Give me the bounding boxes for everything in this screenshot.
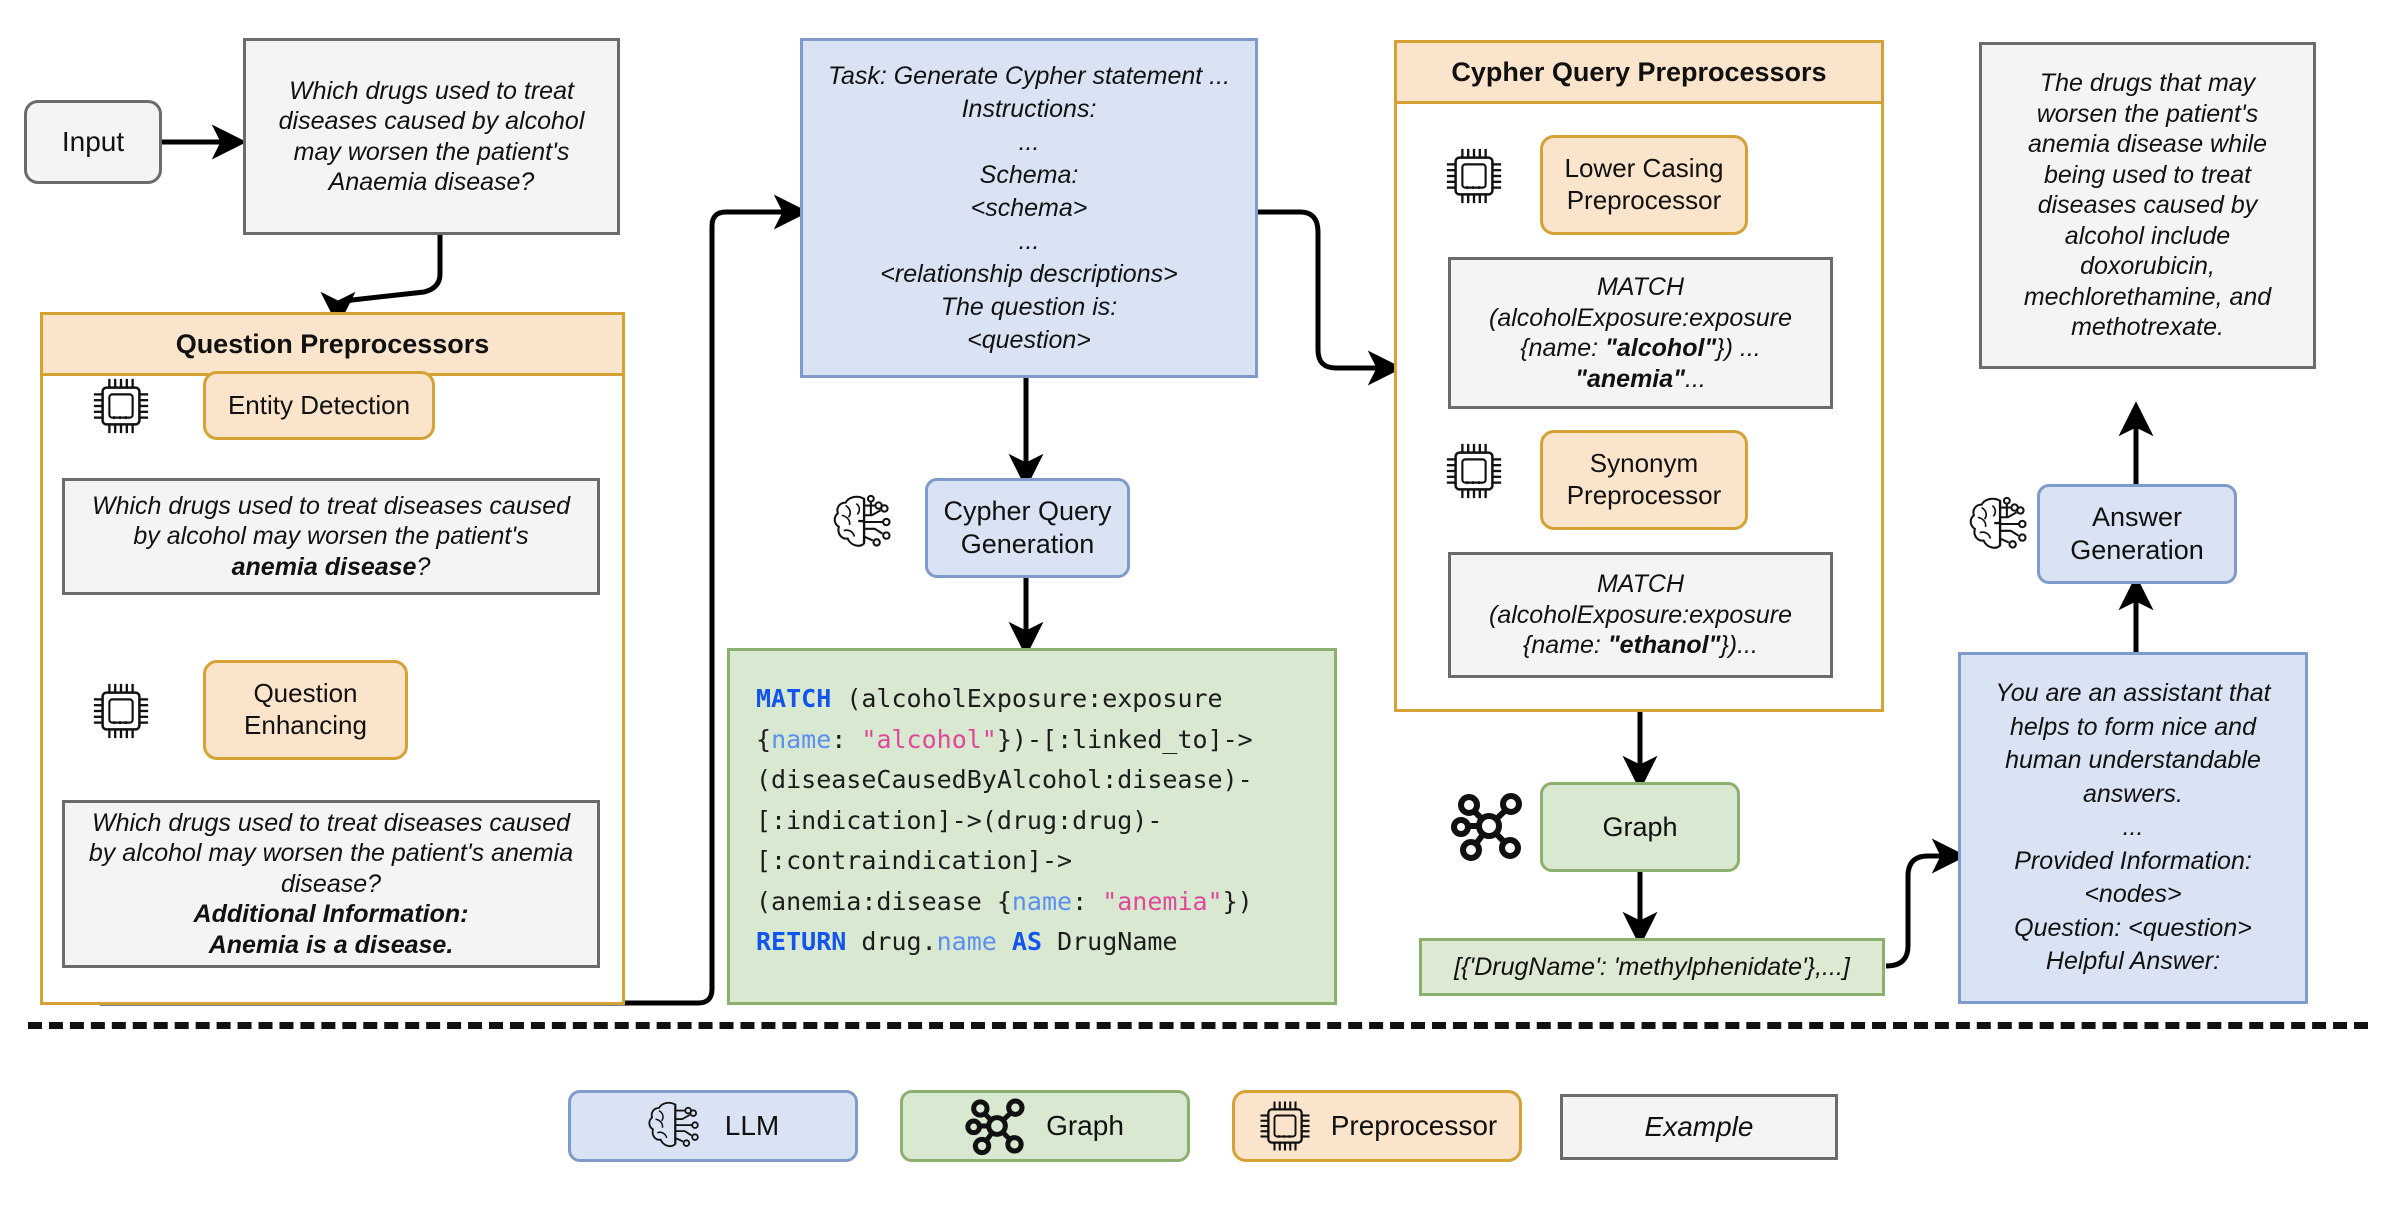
arrow-question-to-preprocessors (320, 232, 443, 327)
cypher-code-block: MATCH (alcoholExposure:exposure {name: "… (727, 648, 1337, 1005)
lower-casing-line3-pre: {name: (1520, 334, 1606, 362)
graph-node[interactable]: Graph (1540, 782, 1740, 872)
entity-example-bold: anemia disease (231, 552, 417, 581)
synonym-line2: (alcoholExposure:exposure (1489, 600, 1792, 629)
entity-detection-button[interactable]: Entity Detection (203, 371, 435, 440)
prompt-line: Provided Information: (2014, 846, 2252, 875)
graph-result-example: [{'DrugName': 'methylphenidate'},...] (1419, 938, 1885, 996)
prompt-line: ... (2122, 813, 2144, 842)
code-token: : (831, 724, 862, 754)
cpu-chip-icon (1443, 145, 1505, 207)
code-token: AS (1011, 927, 1043, 956)
lower-casing-line1: MATCH (1596, 273, 1685, 301)
code-token: name (771, 724, 832, 754)
legend-item-preprocessor: Preprocessor (1232, 1090, 1522, 1162)
legend-item-llm: LLM (568, 1090, 858, 1162)
prompt-line: Task: Generate Cypher statement ... (827, 61, 1231, 90)
cypher-prompt-template: Task: Generate Cypher statement ... Instr… (800, 38, 1258, 378)
cpu-chip-icon (1257, 1098, 1313, 1154)
prompt-line: You are an assistant that helps to form … (1995, 679, 2271, 808)
lower-casing-line2: (alcoholExposure:exposure (1489, 303, 1792, 332)
entity-detection-example: Which drugs used to treat diseases cause… (62, 478, 600, 595)
lower-casing-example: MATCH (alcoholExposure:exposure {name: "… (1448, 257, 1833, 409)
prompt-line: ... (1018, 127, 1040, 156)
prompt-line: Instructions: (961, 94, 1097, 123)
cypher-prompt-lines: Task: Generate Cypher statement ... Instr… (828, 60, 1230, 357)
lower-casing-preprocessor-button[interactable]: Lower Casing Preprocessor (1540, 135, 1748, 235)
lower-casing-line4-bold: "anemia" (1575, 364, 1686, 393)
question-enhancing-example: Which drugs used to treat diseases cause… (62, 800, 600, 968)
question-preprocessors-title: Question Preprocessors (43, 315, 622, 376)
prompt-line: Helpful Answer: (2045, 947, 2221, 976)
synonym-line3-bold: "ethanol" (1607, 631, 1721, 660)
prompt-line: <relationship descriptions> (880, 259, 1178, 288)
lower-casing-line3-post: }) ... (1716, 334, 1761, 362)
code-token: RETURN (756, 927, 847, 956)
prompt-line: <question> (967, 325, 1091, 354)
code-token: name (1011, 886, 1073, 916)
enhancing-example-text: Which drugs used to treat diseases cause… (88, 808, 574, 898)
question-enhancing-button[interactable]: Question Enhancing (203, 660, 408, 760)
cpu-chip-icon (90, 375, 152, 437)
lower-casing-line4-post: ... (1685, 364, 1706, 393)
legend-label-llm: LLM (724, 1110, 780, 1141)
legend-item-graph: Graph (900, 1090, 1190, 1162)
legend-item-example: Example (1560, 1094, 1838, 1160)
code-token: name (936, 927, 997, 956)
code-token: drug. (846, 927, 937, 956)
brain-chip-icon (1968, 494, 2036, 556)
entity-example-text: Which drugs used to treat diseases cause… (91, 491, 571, 551)
enhancing-example-bold2: Anemia is a disease. (208, 930, 454, 959)
graph-nodes-icon (965, 1096, 1028, 1156)
prompt-line: <nodes> (2084, 880, 2182, 909)
legend-label-preprocessor: Preprocessor (1330, 1110, 1498, 1141)
code-token: })-[:linked_to]-> (diseaseCausedByAlcoho… (756, 724, 1253, 916)
legend-label-graph: Graph (1046, 1110, 1124, 1141)
arrow-result-to-answer-prompt (1885, 838, 1967, 969)
input-node[interactable]: Input (24, 100, 162, 184)
answer-generation-node[interactable]: Answer Generation (2037, 484, 2237, 584)
code-token: "anemia" (1102, 886, 1223, 916)
cpu-chip-icon (1443, 440, 1505, 502)
code-token: MATCH (756, 684, 832, 713)
answer-prompt-template: You are an assistant that helps to form … (1958, 652, 2308, 1004)
arrow-preprocessors-to-prompt (100, 194, 809, 1006)
synonym-example: MATCH (alcoholExposure:exposure {name: "… (1448, 552, 1833, 678)
code-token: DrugName (1042, 927, 1178, 956)
code-token: }) (1222, 886, 1253, 916)
synonym-line3-post: })... (1720, 631, 1758, 660)
entity-example-suffix: ? (416, 552, 431, 581)
brain-chip-icon (647, 1098, 707, 1154)
prompt-line: Question: <question> (2014, 913, 2252, 942)
code-token: "alcohol" (861, 724, 997, 754)
synonym-line1: MATCH (1596, 570, 1685, 599)
cypher-query-generation-node[interactable]: Cypher Query Generation (925, 478, 1130, 578)
prompt-line: <schema> (970, 193, 1088, 222)
lower-casing-line3-bold: "alcohol" (1605, 334, 1717, 362)
legend-divider (28, 1022, 2368, 1029)
legend-label-example: Example (1644, 1111, 1754, 1142)
enhancing-example-bold1: Additional Information: (193, 900, 469, 929)
final-answer-example: The drugs that may worsen the patient's … (1979, 42, 2316, 369)
original-question-example: Which drugs used to treat diseases cause… (243, 38, 620, 235)
prompt-line: The question is: (940, 292, 1118, 321)
synonym-line3-pre: {name: (1523, 631, 1608, 660)
prompt-line: Schema: (979, 160, 1079, 189)
arrow-prompt-to-cypher-preprocessors (1258, 209, 1403, 386)
brain-chip-icon (832, 492, 900, 554)
graph-nodes-icon (1451, 790, 1526, 862)
cpu-chip-icon (90, 680, 152, 742)
synonym-preprocessor-button[interactable]: Synonym Preprocessor (1540, 430, 1748, 530)
code-token: : (1072, 886, 1103, 916)
code-token: (alcoholExposure:exposure { (756, 684, 1223, 754)
code-token (997, 927, 1012, 956)
prompt-line: ... (1018, 226, 1040, 255)
answer-prompt-lines: You are an assistant that helps to form … (1975, 677, 2291, 979)
cypher-query-preprocessors-title: Cypher Query Preprocessors (1397, 43, 1881, 104)
